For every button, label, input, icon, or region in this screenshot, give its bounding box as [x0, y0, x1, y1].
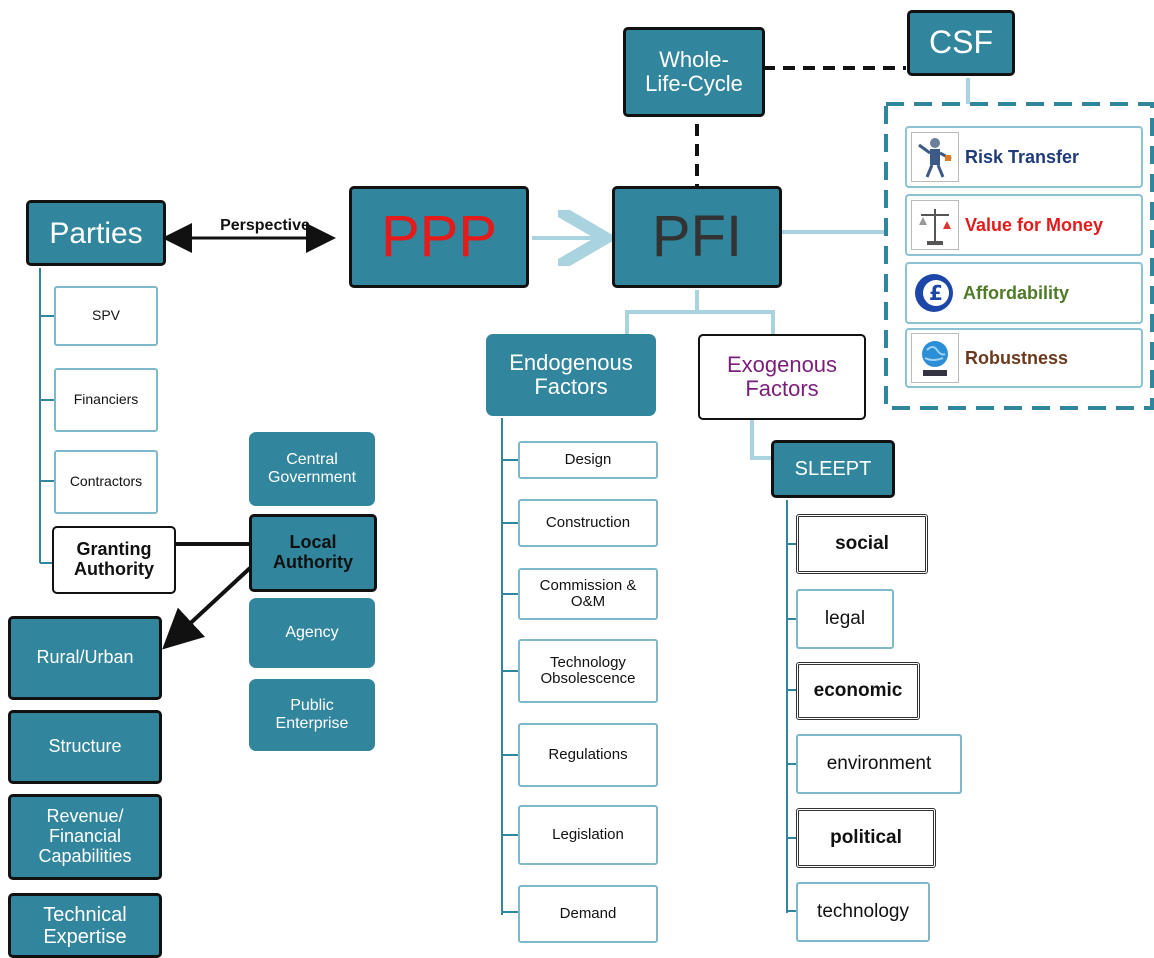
- whole-life-cycle-node: Whole- Life-Cycle: [623, 27, 765, 117]
- endogenous-demand: Demand: [518, 885, 658, 943]
- attribute-technical-expertise: Technical Expertise: [8, 893, 162, 958]
- csf-robustness: Robustness: [905, 328, 1143, 388]
- csf-node: CSF: [907, 10, 1015, 76]
- attribute-structure: Structure: [8, 710, 162, 784]
- sleept-technology: technology: [796, 882, 930, 942]
- globe-icon: [911, 333, 959, 383]
- csf-robustness-label: Robustness: [965, 347, 1069, 368]
- ppp-node: PPP: [349, 186, 529, 288]
- pfi-node: PFI: [612, 186, 782, 288]
- attribute-rural-urban: Rural/Urban: [8, 616, 162, 700]
- parties-node: Parties: [26, 200, 166, 266]
- endogenous-legislation: Legislation: [518, 805, 658, 865]
- authority-public-enterprise: Public Enterprise: [249, 679, 375, 751]
- endogenous-factors-node: Endogenous Factors: [486, 334, 656, 416]
- csf-value-for-money-label: Value for Money: [965, 214, 1104, 235]
- csf-risk-transfer: Risk Transfer: [905, 126, 1143, 188]
- juggler-icon: [911, 132, 959, 182]
- authority-agency: Agency: [249, 598, 375, 668]
- sleept-economic: economic: [796, 662, 920, 720]
- endogenous-design: Design: [518, 441, 658, 479]
- svg-text:£: £: [929, 281, 943, 305]
- csf-risk-transfer-label: Risk Transfer: [965, 146, 1080, 167]
- party-financiers: Financiers: [54, 368, 158, 432]
- perspective-label: Perspective: [220, 217, 310, 235]
- csf-value-for-money: Value for Money: [905, 194, 1143, 256]
- party-spv: SPV: [54, 286, 158, 346]
- sleept-node: SLEEPT: [771, 440, 895, 498]
- sleept-political: political: [796, 808, 936, 868]
- endogenous-regulations: Regulations: [518, 723, 658, 787]
- csf-affordability-label: Affordability: [963, 282, 1069, 303]
- party-contractors: Contractors: [54, 450, 158, 514]
- sleept-legal: legal: [796, 589, 894, 649]
- endogenous-commission-om: Commission & O&M: [518, 568, 658, 620]
- granting-authority-node: Granting Authority: [52, 526, 176, 594]
- endogenous-technology-obsolescence: Technology Obsolescence: [518, 639, 658, 703]
- authority-central-government: Central Government: [249, 432, 375, 506]
- authority-local-authority: Local Authority: [249, 514, 377, 592]
- sleept-environment: environment: [796, 734, 962, 794]
- attribute-revenue-financial-capabilities: Revenue/ Financial Capabilities: [8, 794, 162, 880]
- pound-icon: £: [911, 269, 957, 317]
- exogenous-factors-node: Exogenous Factors: [698, 334, 866, 420]
- balance-scale-icon: [911, 200, 959, 250]
- csf-affordability: £ Affordability: [905, 262, 1143, 324]
- sleept-social: social: [796, 514, 928, 574]
- endogenous-construction: Construction: [518, 499, 658, 547]
